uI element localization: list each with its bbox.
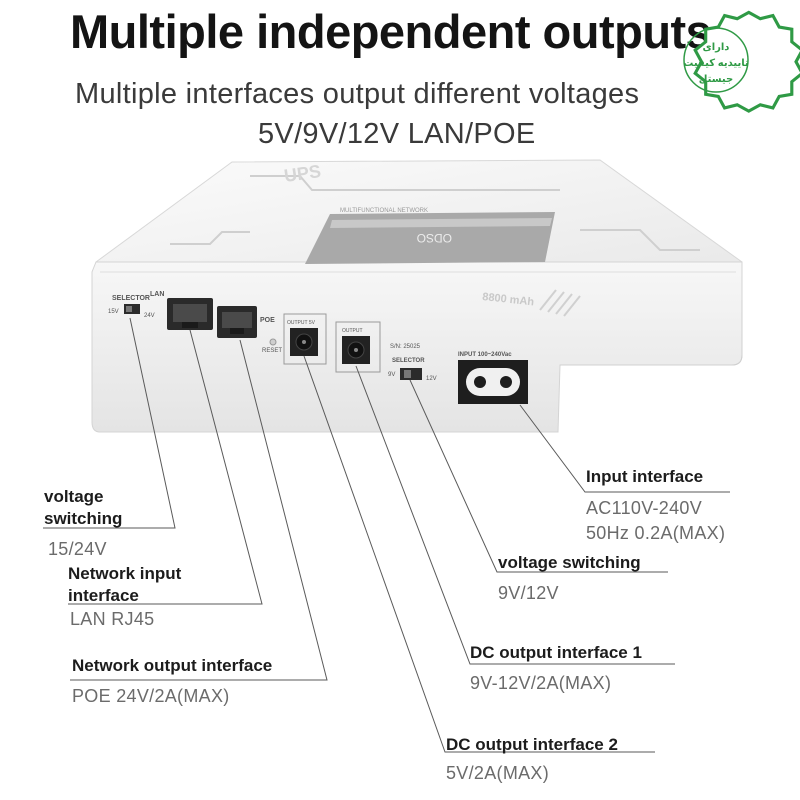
callout-network-output-label: Network output interface <box>72 656 273 675</box>
callout-input-value-1: AC110V-240V <box>586 498 703 518</box>
sel-9-label: 9V <box>388 372 395 378</box>
callout-voltage-left-value: 15/24V <box>48 539 107 559</box>
sel-24-label: 24V <box>144 313 155 319</box>
callout-voltage-right-value: 9V/12V <box>498 583 559 603</box>
leader-network-input <box>68 329 263 605</box>
callout-voltage-right-label: voltage switching <box>498 553 641 572</box>
headline: Multiple independent outputs <box>70 5 712 58</box>
leader-dc-output-1 <box>355 365 675 665</box>
callout-voltage-left-label-1: voltage <box>44 487 104 506</box>
callout-dc-output-2-label: DC output interface 2 <box>446 735 618 754</box>
leader-voltage-left <box>43 317 176 529</box>
callout-dc-output-1-value: 9V-12V/2A(MAX) <box>470 673 612 693</box>
output-label: OUTPUT <box>342 328 363 334</box>
device-right-side <box>560 300 743 366</box>
capacity-text: 8800 mAh <box>482 291 535 308</box>
sel-15-label: 15V <box>108 309 119 315</box>
callout-dc-output-1-label: DC output interface 1 <box>470 643 642 662</box>
callout-network-output-value: POE 24V/2A(MAX) <box>72 686 230 706</box>
seal-line-1: دارای <box>703 42 730 53</box>
subtitle-line-1: Multiple interfaces output different vol… <box>75 78 640 110</box>
subtitle-line-2: 5V/9V/12V LAN/POE <box>258 118 536 150</box>
quality-seal: دارای تاییدیه کیفیت جیستل <box>683 10 800 113</box>
reset-label: RESET <box>262 348 282 354</box>
input-label: INPUT 100~240Vac <box>458 352 512 358</box>
callout-input-value-2: 50Hz 0.2A(MAX) <box>586 523 726 543</box>
seal-line-3: جیستل <box>699 74 733 85</box>
sel-12-label: 12V <box>426 376 437 382</box>
output-5v-label: OUTPUT 5V <box>287 320 316 326</box>
sn-label: S/N: 25025 <box>390 344 421 350</box>
leader-network-output <box>70 339 328 681</box>
callout-network-input-label-2: interface <box>68 586 139 605</box>
poe-label: POE <box>260 317 275 324</box>
leader-dc-output-2 <box>303 355 655 753</box>
top-small-text: MULTIFUNCTIONAL NETWORK <box>340 208 428 214</box>
reset-button <box>269 338 277 346</box>
top-plate-text: ODSO <box>417 231 452 245</box>
vent-lines <box>539 289 581 317</box>
callout-voltage-left-label-2: switching <box>44 509 123 528</box>
leader-lines <box>43 317 730 753</box>
callout-input-label: Input interface <box>586 467 704 486</box>
callout-network-input-value: LAN RJ45 <box>70 609 155 629</box>
selector-left-label: SELECTOR <box>112 295 150 302</box>
callout-network-input-label-1: Network input <box>68 564 182 583</box>
lan-label: LAN <box>150 291 164 298</box>
selector-right-label: SELECTOR <box>392 358 425 364</box>
leader-voltage-right <box>409 379 668 573</box>
callout-dc-output-2-value: 5V/2A(MAX) <box>446 763 550 783</box>
leader-input <box>519 404 730 493</box>
seal-line-2: تاییدیه کیفیت <box>683 58 749 69</box>
